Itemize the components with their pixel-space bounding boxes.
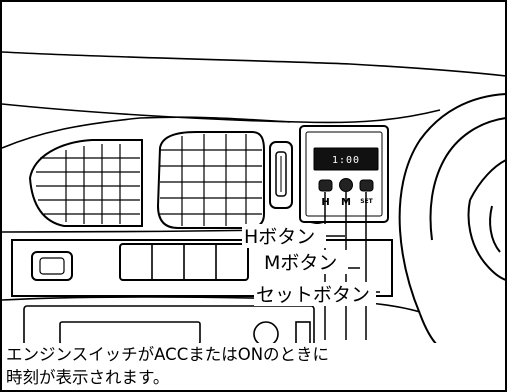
caption-line-2: 時刻が表示されます。: [6, 368, 170, 387]
vertical-switch: [269, 141, 293, 209]
center-air-vent: [156, 131, 265, 229]
set-button-label: SET: [360, 198, 373, 205]
caption-line-1: エンジンスイッチがACCまたはONのときに: [6, 345, 330, 364]
set-button: [359, 179, 374, 192]
h-button: [318, 179, 333, 192]
left-air-vent: [28, 139, 143, 227]
m-button: [339, 178, 353, 192]
caption: エンジンスイッチがACCまたはONのときに 時刻が表示されます。: [6, 343, 502, 389]
callout-m-button: Mボタン: [264, 252, 337, 274]
callout-bg-set: [254, 282, 376, 306]
lower-left-switch: [31, 251, 73, 281]
callout-bg-m: [262, 250, 348, 274]
dashboard-outline: [1, 51, 507, 233]
callout-bg-h: [242, 224, 326, 248]
callout-set-button: セットボタン: [256, 284, 370, 306]
clock-unit: 1:00 H M SET: [299, 125, 389, 223]
callout-h-button: Hボタン: [244, 226, 315, 248]
clock-display-time: 1:00: [332, 155, 360, 166]
steering-wheel: [398, 93, 507, 347]
clock-display: [313, 147, 379, 171]
